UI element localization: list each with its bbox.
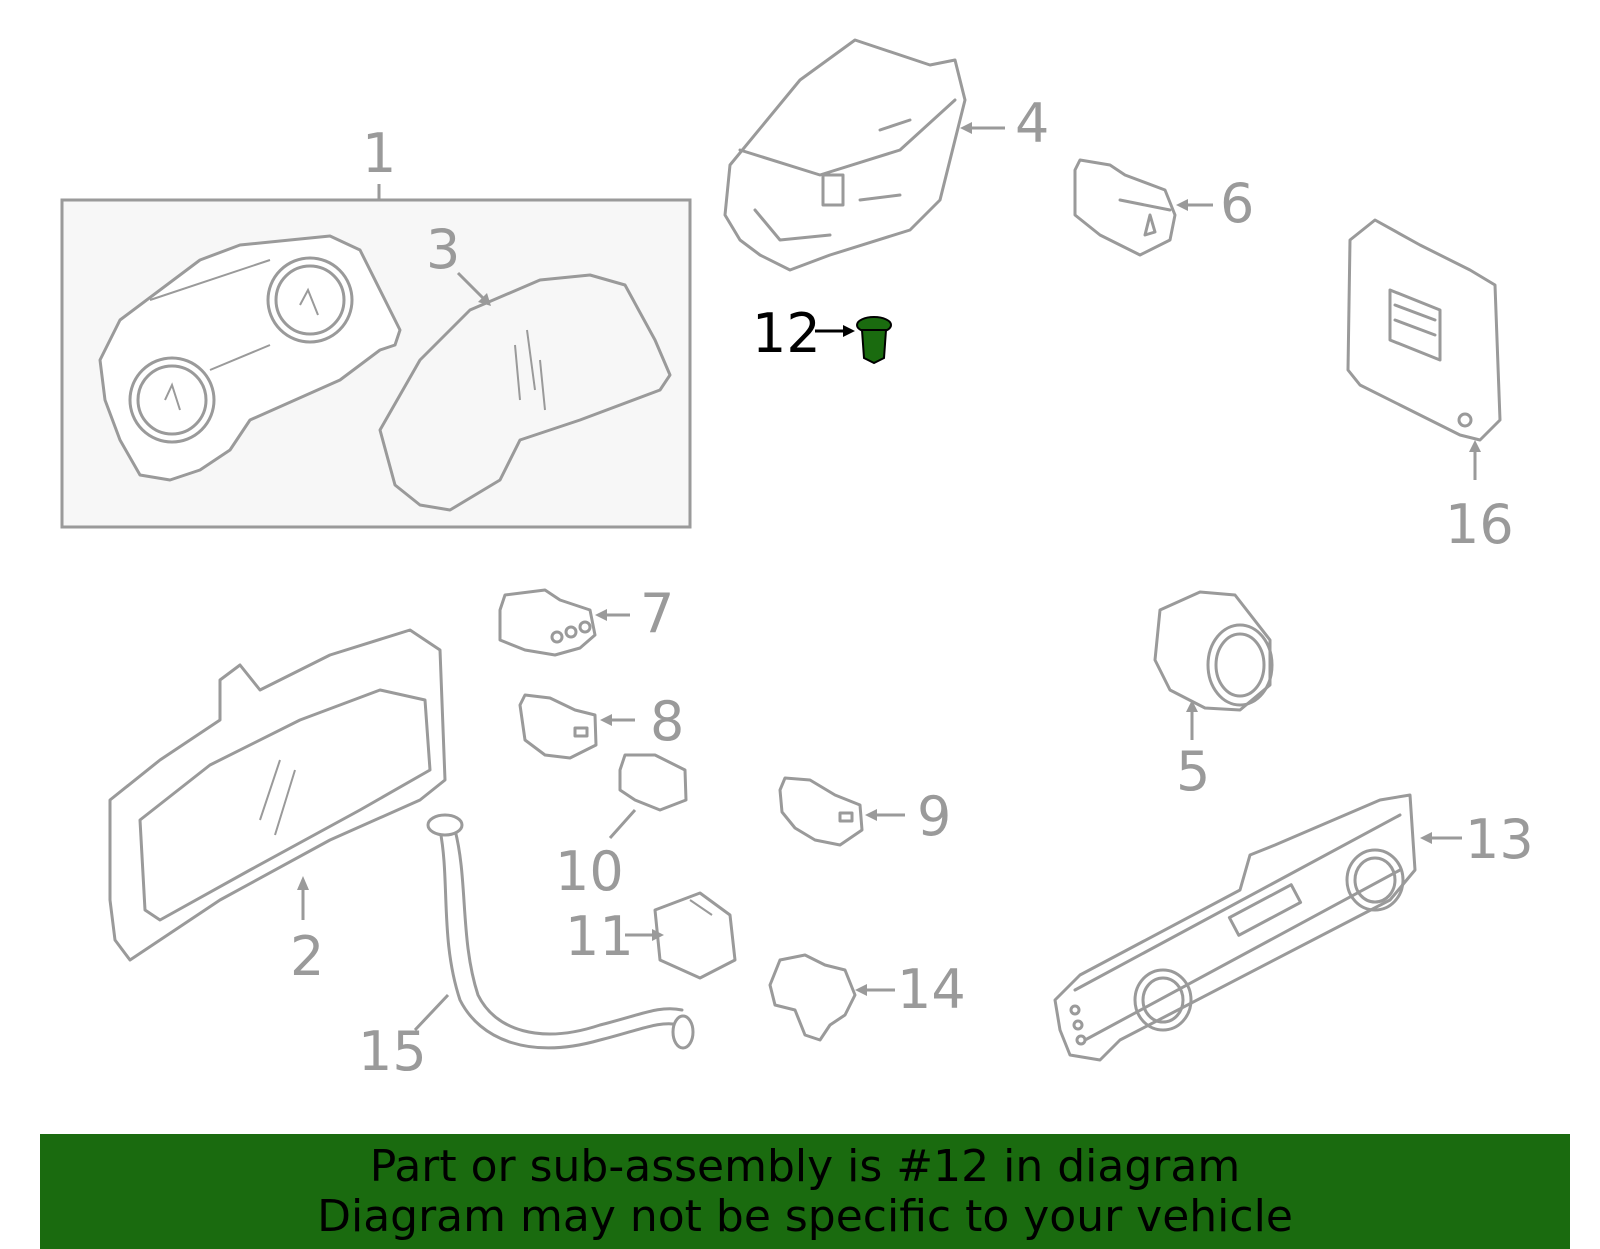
part-1-cluster-assembly [60,184,692,529]
callout-4: 4 [1015,92,1049,155]
callout-12: 12 [752,302,821,365]
part-12-clip-highlighted [815,316,892,365]
callout-6: 6 [1220,172,1254,235]
part-4-module [723,38,1005,272]
callout-8: 8 [650,690,684,753]
part-11-switch [625,891,737,980]
part-5-knob [1153,590,1274,740]
part-6-switch [1073,158,1213,257]
part-16-control-module [1346,218,1502,480]
callout-13: 13 [1465,808,1534,871]
callout-9: 9 [917,785,951,848]
banner-line-2: Diagram may not be specific to your vehi… [317,1191,1293,1242]
part-8-switch [518,693,635,760]
part-14-sensor [768,953,895,1042]
callout-16: 16 [1445,493,1514,556]
callout-15: 15 [358,1020,427,1083]
part-15-harness [413,813,695,1050]
callout-10: 10 [555,840,624,903]
banner-line-1: Part or sub-assembly is #12 in diagram [369,1141,1241,1192]
callout-14: 14 [897,958,966,1021]
info-banner: Part or sub-assembly is #12 in diagram D… [40,1134,1570,1249]
part-13-climate-panel [1053,793,1462,1062]
callout-5: 5 [1176,740,1210,803]
callout-7: 7 [640,582,674,645]
callout-11: 11 [565,905,634,968]
part-7-switch [498,588,630,657]
callout-3: 3 [426,218,460,281]
callout-2: 2 [290,925,324,988]
part-10-switch [608,753,688,839]
part-2-display [108,628,447,962]
callout-1: 1 [362,122,396,185]
part-9-switch [778,776,905,847]
